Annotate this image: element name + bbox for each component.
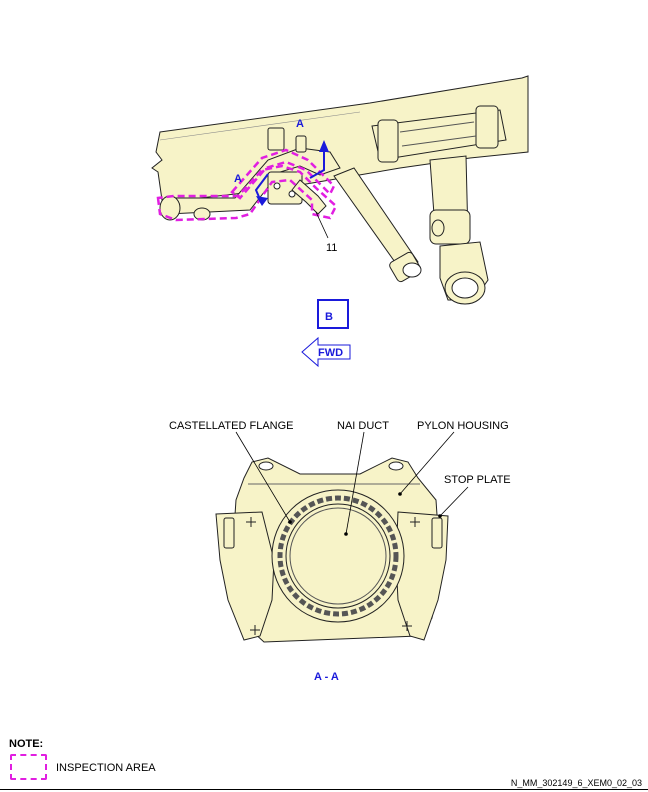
section-indicator-lower [254,173,269,206]
callout-leaders [235,431,469,535]
callout-pylon-housing: PYLON HOUSING [417,420,509,432]
diagonal-duct [333,167,419,273]
fwd-arrow-icon [301,336,351,368]
item-11-label: 11 [326,242,337,254]
nai-duct [285,503,391,609]
item-11-leader [315,211,329,239]
callout-nai-duct: NAI DUCT [337,420,389,432]
inspection-area-outline [156,164,338,222]
section-view [215,457,449,643]
inspection-area-legend-label: INSPECTION AREA [56,762,156,774]
fwd-label: FWD [318,347,343,359]
section-letter-lower: A [234,173,242,185]
view-b-letter: B [325,311,333,323]
callout-castellated-flange: CASTELLATED FLANGE [169,420,294,432]
section-title: A - A [314,671,339,683]
inspection-area-legend-swatch [10,754,47,780]
section-indicator-upper [309,140,329,179]
note-title: NOTE: [9,738,44,750]
callout-stop-plate: STOP PLATE [444,474,511,486]
top-view [151,75,529,305]
drawing-reference: N_MM_302149_6_XEM0_02_03 [510,778,642,788]
footer-rule [0,789,648,790]
view-b-box [317,299,349,329]
section-letter-upper: A [296,118,304,130]
